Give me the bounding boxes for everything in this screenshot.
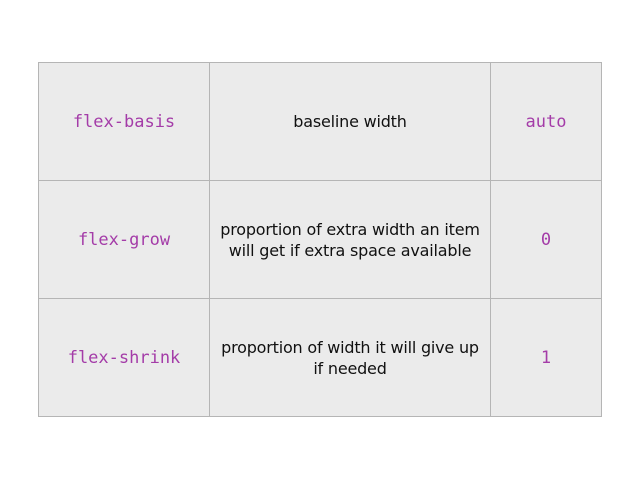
property-name: flex-grow	[38, 180, 210, 299]
property-name: flex-basis	[38, 62, 210, 181]
table-row: flex-shrink proportion of width it will …	[38, 298, 602, 417]
flex-properties-table: flex-basis baseline width auto flex-grow…	[38, 62, 602, 417]
default-value: 1	[490, 298, 602, 417]
table-row: flex-grow proportion of extra width an i…	[38, 180, 602, 299]
default-value: auto	[490, 62, 602, 181]
property-description: proportion of extra width an item will g…	[209, 180, 491, 299]
default-value: 0	[490, 180, 602, 299]
property-name: flex-shrink	[38, 298, 210, 417]
property-description: baseline width	[209, 62, 491, 181]
table-row: flex-basis baseline width auto	[38, 62, 602, 181]
property-description: proportion of width it will give up if n…	[209, 298, 491, 417]
